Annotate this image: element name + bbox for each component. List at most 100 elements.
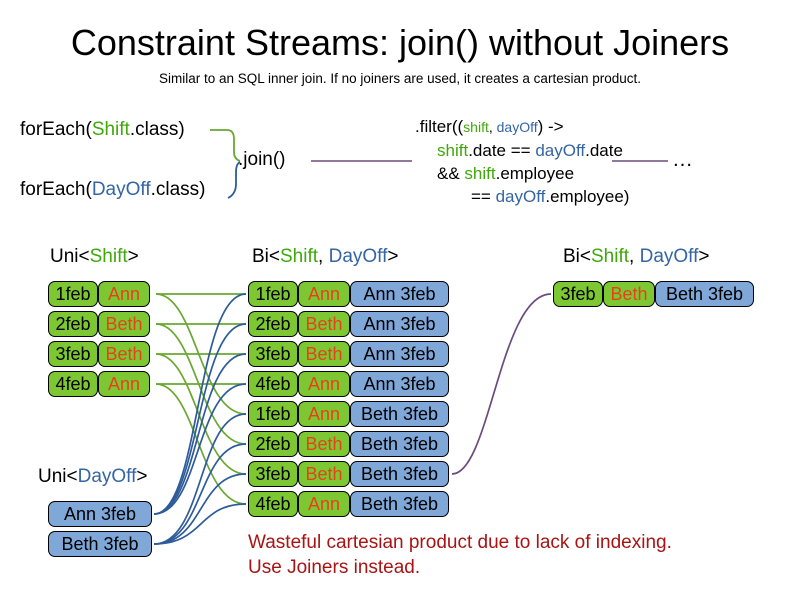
foreach-dayoff-suffix: .class): [150, 179, 206, 200]
filter-line-3: && shift.employee: [415, 162, 629, 185]
uni-dayoff-suffix: >: [136, 466, 148, 487]
shift-date-cell: 3feb: [248, 461, 298, 487]
filter-line-2: shift.date == dayOff.date: [415, 139, 629, 162]
filter-l2-dayoff: dayOff: [535, 141, 586, 160]
dayoff-cell: Beth 3feb: [350, 491, 449, 517]
dayoff-cell: Ann 3feb: [350, 311, 449, 337]
shift-date-cell: 3feb: [248, 341, 298, 367]
wire-bi-to-result: [451, 293, 552, 475]
filter-line-4: == dayOff.employee): [415, 185, 629, 208]
filter-l3-amp: &&: [437, 164, 465, 183]
filter-l2-end: .date: [585, 141, 623, 160]
wire-shift-to-join: [210, 129, 241, 162]
uni-shift-type: Shift: [89, 246, 128, 267]
header-bi-right: Bi<Shift, DayOff>: [563, 246, 709, 268]
shift-employee-cell: Beth: [298, 461, 350, 487]
uni-shift-suffix: >: [127, 246, 139, 267]
shift-employee-cell: Ann: [98, 371, 150, 397]
bi-right-suffix: >: [698, 246, 710, 267]
shift-employee-cell: Beth: [98, 341, 150, 367]
header-uni-shift: Uni<Shift>: [50, 246, 139, 268]
shift-employee-cell: Beth: [298, 311, 350, 337]
foreach-shift-suffix: .class): [129, 119, 185, 140]
dayoff-cell: Beth 3feb: [48, 531, 152, 557]
shift-type-token: Shift: [91, 119, 130, 140]
foreach-shift-prefix: forEach(: [20, 119, 92, 140]
filter-arrow: ) ->: [537, 117, 564, 136]
filter-l4-eq: ==: [471, 187, 496, 206]
page-title: Constraint Streams: join() without Joine…: [70, 22, 730, 63]
filter-line-1: .filter((shift, dayOff) ->: [415, 115, 629, 139]
shift-date-cell: 3feb: [48, 341, 98, 367]
shift-date-cell: 4feb: [248, 491, 298, 517]
shift-date-cell: 2feb: [248, 431, 298, 457]
filter-l4-dayoff: dayOff: [495, 187, 546, 206]
filter-l3-shift: shift: [464, 164, 496, 183]
dayoff-type-token: DayOff: [91, 179, 151, 200]
page-subtitle: Similar to an SQL inner join. If no join…: [159, 71, 641, 86]
filter-open: .filter((: [415, 117, 464, 136]
dayoff-cell: Beth 3feb: [350, 401, 449, 427]
shift-employee-cell: Ann: [298, 371, 350, 397]
bi-right-type1: Shift: [591, 246, 630, 267]
bi-mid-suffix: >: [387, 246, 399, 267]
bi-mid-comma: ,: [318, 246, 329, 267]
bi-mid-type2: DayOff: [328, 246, 388, 267]
filter-l3-end: .employee: [495, 164, 575, 183]
ellipsis-continuation: …: [672, 148, 694, 171]
bi-right-prefix: Bi<: [563, 246, 591, 267]
filter-l4-end: .employee): [545, 187, 630, 206]
filter-l2-shift: shift: [437, 141, 469, 160]
bi-right-comma: ,: [629, 246, 640, 267]
foreach-dayoff-prefix: forEach(: [20, 179, 92, 200]
warning-line-2: Use Joiners instead.: [248, 557, 421, 578]
dayoff-cell: Beth 3feb: [350, 431, 449, 457]
shift-date-cell: 3feb: [553, 281, 603, 307]
shift-date-cell: 4feb: [48, 371, 98, 397]
filter-l2-mid: .date ==: [468, 141, 536, 160]
filter-param-dayoff: dayOff: [496, 119, 538, 135]
filter-param-comma: ,: [488, 119, 497, 135]
uni-shift-prefix: Uni<: [50, 246, 90, 267]
shift-date-cell: 1feb: [248, 281, 298, 307]
wire-group-dayoff-to-bi: [153, 293, 247, 545]
header-uni-dayoff: Uni<DayOff>: [38, 466, 148, 488]
bi-mid-type1: Shift: [280, 246, 319, 267]
shift-employee-cell: Beth: [298, 341, 350, 367]
shift-date-cell: 2feb: [48, 311, 98, 337]
shift-employee-cell: Ann: [298, 491, 350, 517]
join-call-label: .join(): [238, 149, 286, 170]
dayoff-cell: Ann 3feb: [350, 341, 449, 367]
shift-employee-cell: Beth: [298, 431, 350, 457]
dayoff-cell: Ann 3feb: [48, 501, 152, 527]
card-row: Beth 3feb: [48, 531, 152, 557]
header-bi-middle: Bi<Shift, DayOff>: [252, 246, 398, 268]
filter-code-block: .filter((shift, dayOff) -> shift.date ==…: [415, 115, 629, 208]
dayoff-cell: Ann 3feb: [350, 371, 449, 397]
foreach-dayoff-statement: forEach(DayOff.class): [20, 178, 206, 202]
bi-mid-prefix: Bi<: [252, 246, 280, 267]
dayoff-cell: Ann 3feb: [350, 281, 449, 307]
shift-employee-cell: Beth: [98, 311, 150, 337]
card-row: Ann 3feb: [48, 501, 152, 527]
wire-group-shift-to-bi: [155, 293, 247, 505]
shift-employee-cell: Ann: [298, 401, 350, 427]
bi-right-type2: DayOff: [639, 246, 699, 267]
shift-employee-cell: Beth: [603, 281, 655, 307]
